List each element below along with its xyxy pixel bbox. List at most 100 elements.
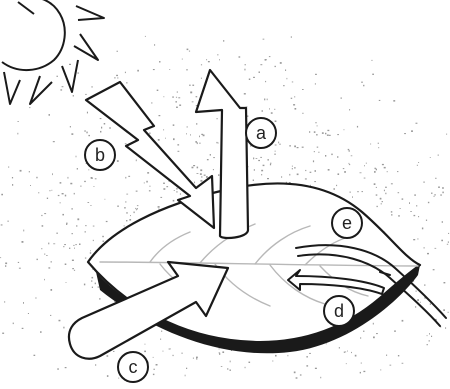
stipple-dot	[69, 248, 70, 249]
stipple-dot	[200, 173, 202, 175]
stipple-dot	[1, 224, 3, 225]
stipple-dot	[218, 174, 219, 176]
stipple-dot	[204, 175, 206, 176]
stipple-dot	[178, 151, 180, 152]
stipple-dot	[216, 142, 217, 143]
stipple-dot	[154, 44, 155, 46]
stipple-dot	[373, 323, 374, 325]
stipple-dot	[136, 191, 138, 192]
stipple-dot	[222, 351, 224, 353]
svg-text:c: c	[129, 357, 138, 377]
stipple-dot	[169, 349, 170, 350]
stipple-dot	[196, 358, 197, 359]
stipple-dot	[170, 348, 171, 349]
stipple-dot	[176, 107, 178, 108]
stipple-dot	[48, 243, 49, 245]
stipple-dot	[291, 98, 293, 99]
stipple-dot	[258, 160, 260, 161]
stipple-dot	[35, 298, 37, 299]
stipple-dot	[313, 160, 314, 162]
stipple-dot	[293, 104, 295, 105]
stipple-dot	[364, 165, 365, 166]
stipple-dot	[269, 108, 270, 109]
stipple-dot	[2, 333, 4, 334]
stipple-dot	[117, 77, 118, 78]
stipple-dot	[196, 141, 197, 143]
stipple-dot	[72, 268, 74, 269]
stipple-dot	[280, 62, 282, 64]
stipple-dot	[349, 163, 350, 164]
stipple-dot	[104, 123, 106, 125]
stipple-dot	[445, 327, 446, 328]
stipple-dot	[51, 289, 53, 291]
stipple-dot	[249, 362, 251, 363]
stipple-dot	[74, 248, 75, 249]
stipple-dot	[322, 132, 324, 134]
stipple-dot	[159, 61, 161, 62]
stipple-dot	[316, 134, 318, 135]
stipple-dot	[98, 287, 100, 288]
label-d: d	[324, 296, 354, 326]
stipple-dot	[261, 174, 262, 175]
stipple-dot	[325, 133, 326, 135]
stipple-dot	[339, 347, 340, 348]
stipple-dot	[129, 219, 131, 221]
stipple-dot	[92, 277, 94, 279]
stipple-dot	[329, 135, 331, 136]
stipple-dot	[100, 131, 101, 133]
stipple-dot	[262, 110, 264, 111]
stipple-dot	[199, 136, 200, 138]
stipple-dot	[60, 89, 62, 90]
stipple-dot	[385, 193, 386, 195]
stipple-dot	[60, 182, 62, 184]
stipple-dot	[136, 160, 137, 162]
stipple-dot	[430, 157, 431, 158]
stipple-dot	[417, 165, 418, 166]
stipple-dot	[391, 183, 393, 184]
stipple-dot	[38, 192, 39, 193]
stipple-dot	[384, 190, 385, 192]
stipple-dot	[327, 130, 329, 131]
stipple-dot	[416, 291, 417, 292]
stipple-dot	[382, 201, 383, 202]
stipple-dot	[217, 54, 218, 55]
stipple-dot	[124, 225, 125, 226]
stipple-dot	[219, 349, 220, 350]
stipple-dot	[315, 368, 317, 369]
stipple-dot	[189, 51, 190, 52]
stipple-dot	[60, 202, 61, 203]
stipple-dot	[12, 184, 13, 186]
stipple-dot	[172, 96, 173, 98]
stipple-dot	[44, 254, 45, 255]
stipple-dot	[327, 135, 329, 136]
stipple-dot	[218, 142, 219, 143]
stipple-dot	[196, 96, 198, 97]
stipple-dot	[201, 64, 202, 65]
stipple-dot	[416, 123, 418, 124]
stipple-dot	[109, 127, 111, 128]
stipple-dot	[297, 174, 299, 176]
stipple-dot	[345, 351, 346, 352]
stipple-dot	[254, 169, 255, 171]
stipple-dot	[292, 168, 293, 169]
stipple-dot	[200, 180, 202, 182]
stipple-dot	[208, 61, 210, 62]
stipple-dot	[269, 56, 271, 57]
stipple-dot	[46, 255, 47, 256]
stipple-dot	[85, 225, 86, 226]
stipple-dot	[259, 72, 261, 73]
stipple-dot	[314, 151, 315, 152]
stipple-dot	[51, 261, 52, 262]
stipple-dot	[74, 193, 75, 195]
stipple-dot	[173, 355, 174, 356]
stipple-dot	[348, 149, 350, 150]
stipple-dot	[101, 127, 102, 129]
stipple-dot	[417, 238, 418, 239]
stipple-dot	[370, 144, 371, 145]
stipple-dot	[190, 134, 191, 135]
stipple-dot	[352, 196, 353, 198]
stipple-dot	[201, 78, 202, 79]
stipple-dot	[337, 156, 338, 157]
stipple-dot	[8, 221, 9, 222]
stipple-dot	[361, 363, 362, 364]
